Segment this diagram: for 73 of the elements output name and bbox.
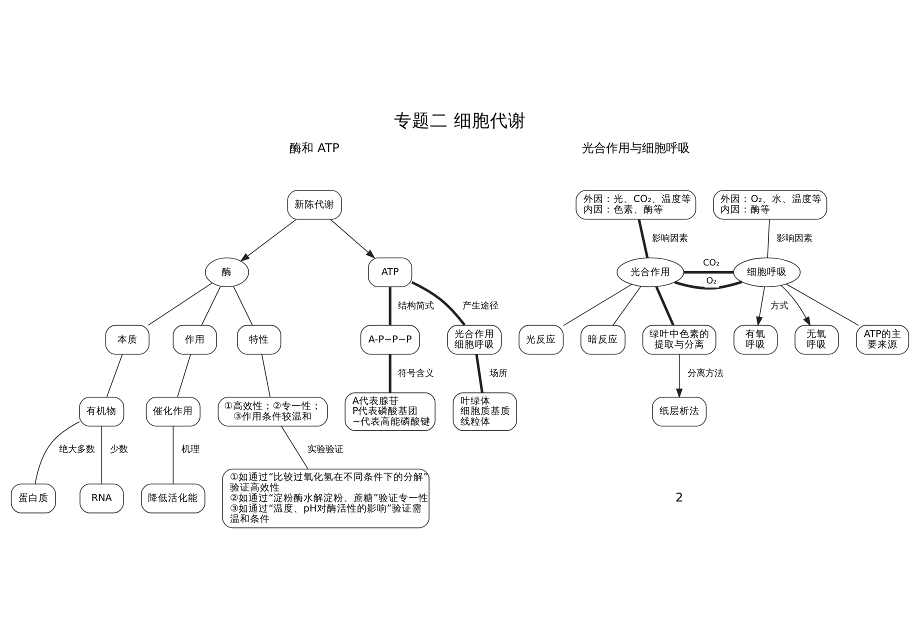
node-box: 有氧呼吸	[734, 324, 778, 355]
connector	[388, 354, 392, 393]
connector	[612, 286, 642, 326]
edge-label: 少数	[110, 445, 128, 456]
arrow	[330, 219, 376, 259]
edge-label: 分离方法	[687, 368, 724, 379]
edge-label: 场所	[489, 368, 508, 379]
node-box: RNA	[80, 484, 124, 514]
connector	[233, 286, 253, 326]
connector	[684, 271, 734, 274]
node-box: 降低活化能	[141, 484, 206, 514]
node-box: 纸层析法	[652, 396, 707, 427]
node-ellipse: 光合作用	[616, 257, 684, 288]
node-box: 本质	[105, 324, 150, 355]
edge-label: O₂	[706, 276, 717, 286]
arrow	[676, 354, 683, 398]
node-box: 光反应	[518, 324, 564, 355]
connector	[767, 219, 770, 258]
node-box: ATP	[368, 257, 412, 288]
arrow	[240, 219, 297, 262]
edge-label: 影响因素	[776, 234, 813, 244]
node-box: 无氧呼吸	[794, 324, 839, 355]
edge-label: 机理	[182, 445, 200, 456]
node-box: 作用	[172, 324, 217, 355]
diagram-title: 专题二 细胞代谢	[394, 112, 526, 132]
node-box: 叶绿体 细胞质基质 线粒体	[452, 392, 518, 431]
node-box: ①如通过“比较过氧化氢在不同条件下的分解”验证高效性 ②如通过“淀粉酶水解淀粉、蔗糖”验证专一性 ③如通过“温度、pH对酶活性的影响”验证需温和条件	[222, 468, 430, 528]
connector	[638, 219, 649, 258]
connector	[388, 287, 392, 326]
node-box: A代表腺苷 P代表磷酸基团 ~代表高能磷酸键	[344, 392, 436, 431]
connector	[475, 354, 484, 393]
connector	[148, 282, 212, 326]
connector	[177, 354, 191, 398]
node-box: 蛋白质	[10, 484, 56, 514]
node-box: ①高效性；②专一性；③作用条件较温和	[218, 396, 328, 427]
node-box: A-P~P~P	[360, 324, 420, 355]
connector	[261, 354, 271, 398]
connector	[563, 284, 632, 326]
connector	[655, 286, 674, 326]
edge-label: 方式	[770, 301, 789, 312]
arrow	[756, 286, 765, 326]
node-box: 有机物	[79, 396, 124, 427]
node-box: 绿叶中色素的提取与分离	[642, 324, 716, 355]
label: 酶和 ATP	[290, 141, 340, 156]
label: 2	[675, 490, 684, 504]
node-ellipse: 细胞呼吸	[733, 257, 801, 288]
connector	[411, 281, 466, 326]
connector	[101, 426, 102, 484]
arrow	[780, 285, 811, 326]
edge-label: 影响因素	[652, 234, 688, 244]
connector	[34, 421, 80, 484]
node-ellipse: 酶	[204, 257, 250, 288]
node-box: 催化作用	[146, 396, 200, 427]
node-box: ATP的主要来源	[856, 324, 910, 355]
connector	[674, 280, 742, 290]
connector	[172, 426, 174, 484]
connector	[201, 286, 221, 326]
node-box: 暗反应	[580, 324, 626, 355]
edge-label: CO₂	[703, 258, 720, 269]
edge-label: 产生途径	[462, 301, 498, 312]
connector	[280, 426, 308, 470]
edge-label: 绝大多数	[59, 445, 96, 456]
connector	[786, 284, 859, 326]
node-box: 外因：O₂、水、温度等 内因：酶等	[713, 190, 828, 220]
node-box: 外因：光、CO₂、温度等 内因：色素、酶等	[576, 190, 696, 220]
edge-label: 结构简式	[398, 301, 434, 312]
label: 光合作用与细胞呼吸	[582, 141, 690, 156]
node-box: 光合作用 细胞呼吸	[447, 324, 502, 355]
edge-label: 实验验证	[307, 445, 344, 456]
node-box: 特性	[237, 324, 282, 355]
connector	[106, 354, 123, 398]
node-box: 新陈代谢	[287, 190, 342, 220]
edge-label: 符号含义	[398, 368, 434, 379]
